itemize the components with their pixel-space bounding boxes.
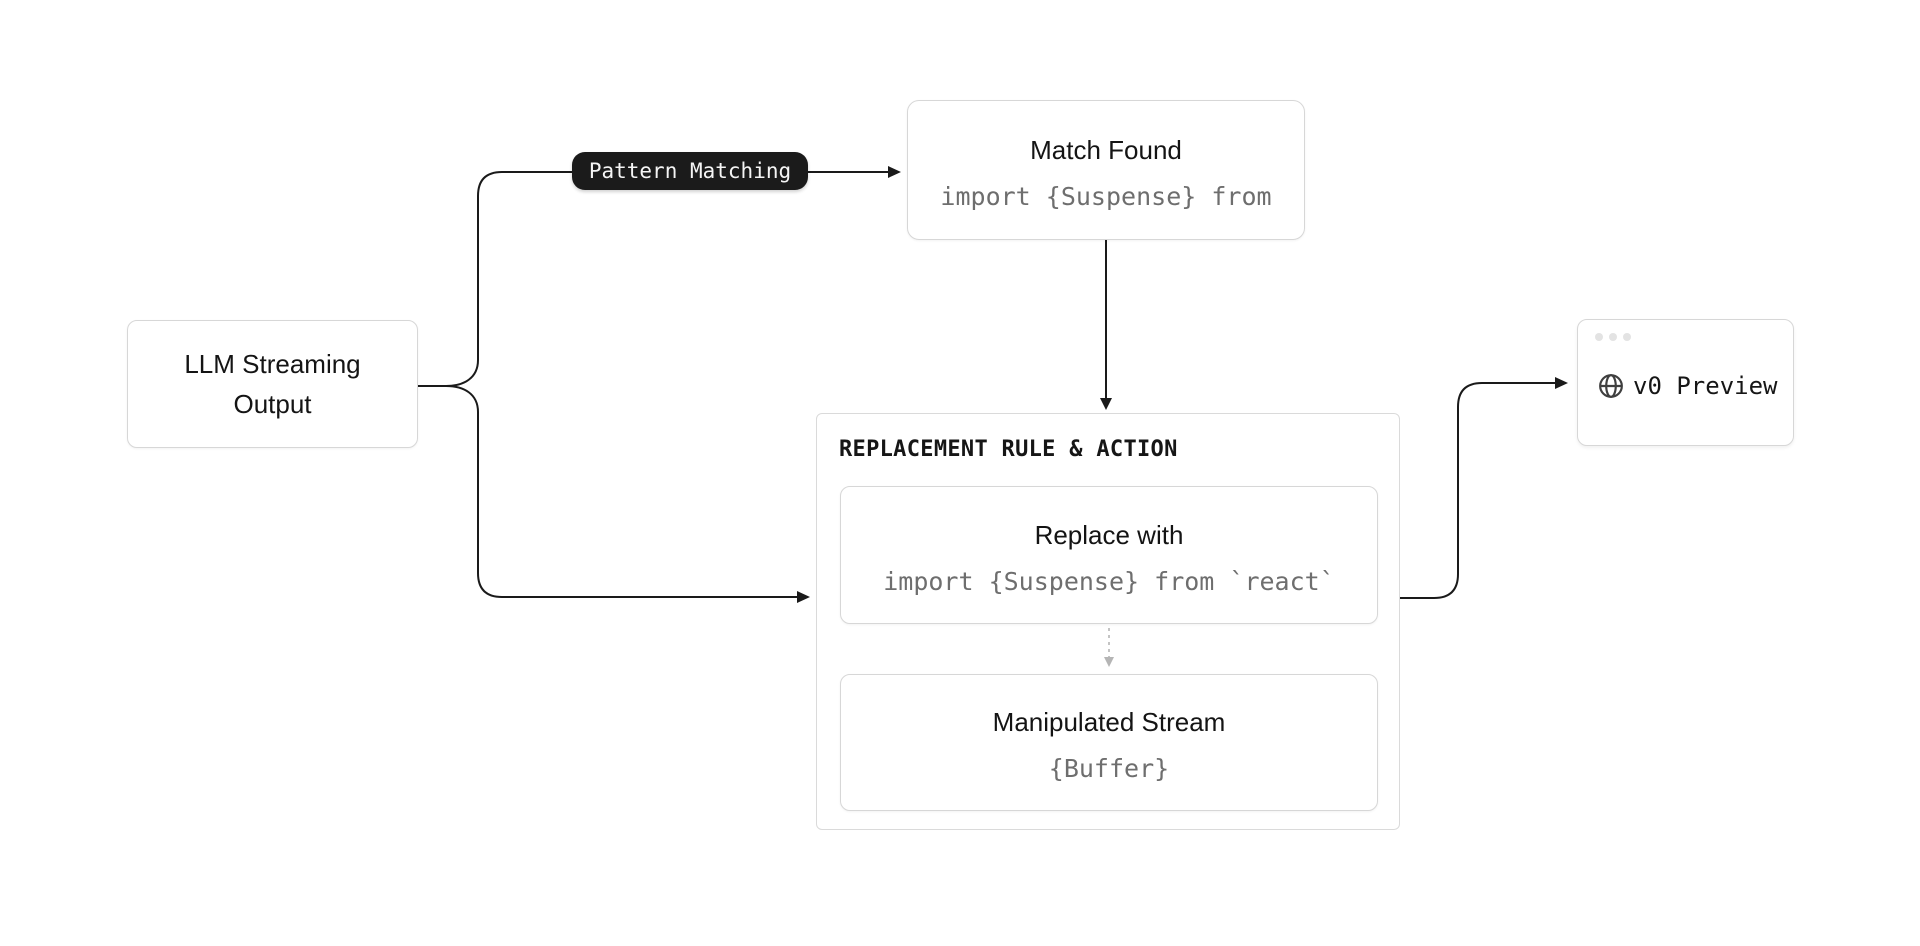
badge-label: Pattern Matching: [588, 159, 792, 183]
arrowhead-dotted: [1104, 657, 1114, 667]
replacement-group: REPLACEMENT RULE & ACTION Replace with i…: [816, 413, 1400, 830]
window-dot: [1595, 333, 1603, 341]
match-found-node: Match Found import {Suspense} from: [907, 100, 1305, 240]
connector-group-to-preview: [1400, 382, 1555, 599]
connector-llm-to-group: [418, 385, 797, 598]
globe-icon: [1598, 373, 1624, 399]
node-title: Replace with: [1034, 519, 1184, 550]
dotted-connector: [1104, 628, 1114, 667]
node-title: LLM Streaming Output: [184, 349, 361, 419]
window-dot: [1623, 333, 1631, 341]
pattern-matching-badge: Pattern Matching: [572, 152, 808, 190]
replacement-group-header: REPLACEMENT RULE & ACTION: [839, 437, 1178, 462]
arrowhead-to-preview: [1555, 377, 1568, 389]
node-code: import {Suspense} from: [940, 181, 1272, 211]
preview-content: v0 Preview: [1598, 372, 1778, 400]
llm-streaming-output-node: LLM Streaming Output: [127, 320, 418, 448]
v0-preview-node: v0 Preview: [1577, 319, 1794, 446]
connector-llm-to-match: [418, 171, 889, 387]
window-dot: [1609, 333, 1617, 341]
manipulated-stream-node: Manipulated Stream {Buffer}: [840, 674, 1378, 811]
replace-with-node: Replace with import {Suspense} from `rea…: [840, 486, 1378, 624]
node-code: import {Suspense} from `react`: [883, 566, 1335, 596]
node-code: {Buffer}: [1048, 754, 1170, 783]
arrowhead-to-group-left: [797, 591, 810, 603]
arrowhead-to-group-top: [1100, 398, 1112, 410]
preview-label: v0 Preview: [1633, 372, 1778, 400]
window-dots: [1595, 333, 1631, 341]
arrowhead-to-match: [888, 166, 901, 178]
node-title: Manipulated Stream: [992, 707, 1226, 737]
node-title: Match Found: [1030, 134, 1182, 165]
